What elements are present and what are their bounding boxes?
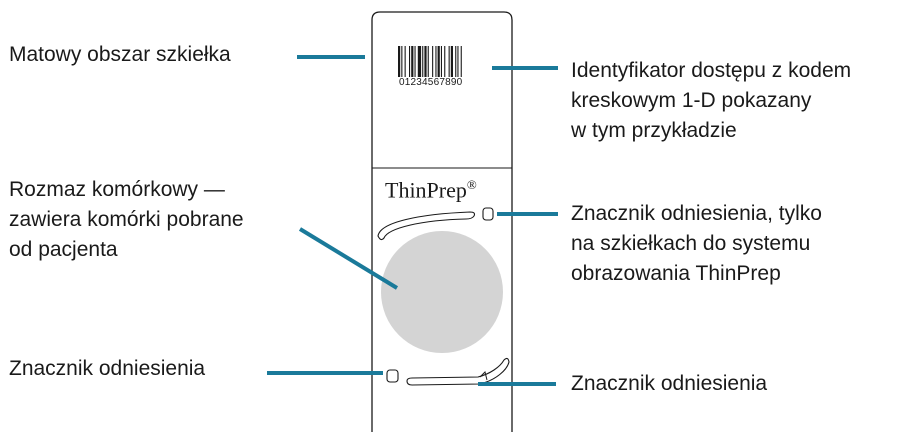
label-cell-spot: Rozmaz komórkowy — zawiera komórki pobra… [9,175,244,265]
barcode-bar [437,46,440,77]
label-accession-id: Identyfikator dostępu z kodem kreskowym … [571,56,851,146]
barcode-bar [404,46,406,77]
barcode-bar [435,46,437,77]
cell-spot [381,231,503,353]
label-line: od pacjenta [9,238,118,261]
barcode-bar [398,46,401,77]
barcode-bar [457,46,459,77]
barcode-bar [411,46,414,77]
label-frosted-area: Matowy obszar szkiełka [9,40,231,70]
label-line: obrazowania ThinPrep [571,262,781,285]
leader-lines [267,55,558,386]
slide-outline [371,11,513,432]
label-line: Znacznik odniesienia [571,372,768,395]
barcode-bar [440,46,442,77]
barcode-bar [424,46,427,77]
barcode-bar [444,46,446,77]
reference-arc-upper [377,211,476,241]
barcode-bar [422,46,424,77]
barcode-bar [448,46,450,77]
reference-arc-notch [479,371,488,381]
label-line: Identyfikator dostępu z kodem [571,59,852,82]
brand-name: ThinPrep [385,177,467,203]
barcode-bar [427,46,429,77]
barcode-bar [401,46,403,77]
fiducial-mark-upper-icon [482,207,494,221]
label-line: w tym przykładzie [571,119,737,142]
barcode-bar [455,46,457,77]
leader-cell-spot [298,227,399,290]
barcode-bar [450,46,453,77]
barcode-bar [417,46,422,77]
barcode-bar [409,46,411,77]
label-line: Znacznik odniesienia, tylko [571,202,822,225]
label-line: Matowy obszar szkiełka [9,43,231,66]
barcode-bar [432,46,434,77]
label-line: zawiera komórki pobrane [9,208,244,231]
label-line: na szkiełkach do systemu [571,232,811,255]
brand-logo: ThinPrep® [385,177,477,203]
fiducial-mark-lower-icon [386,369,399,383]
label-fiducial-right: Znacznik odniesienia [571,369,767,399]
barcode-bar [414,46,416,77]
label-fiducial-left: Znacznik odniesienia [9,354,205,384]
label-fiducial-imager: Znacznik odniesienia, tylko na szkiełkac… [571,199,822,289]
label-line: Rozmaz komórkowy — [9,178,225,201]
reference-arc-lower [406,357,510,386]
barcode-bar [460,46,462,77]
registered-mark: ® [466,177,477,192]
barcode [398,46,462,77]
label-line: kreskowym 1-D pokazany [571,89,812,112]
label-line: Znacznik odniesienia [9,357,206,380]
barcode-number: 01234567890 [399,77,463,88]
